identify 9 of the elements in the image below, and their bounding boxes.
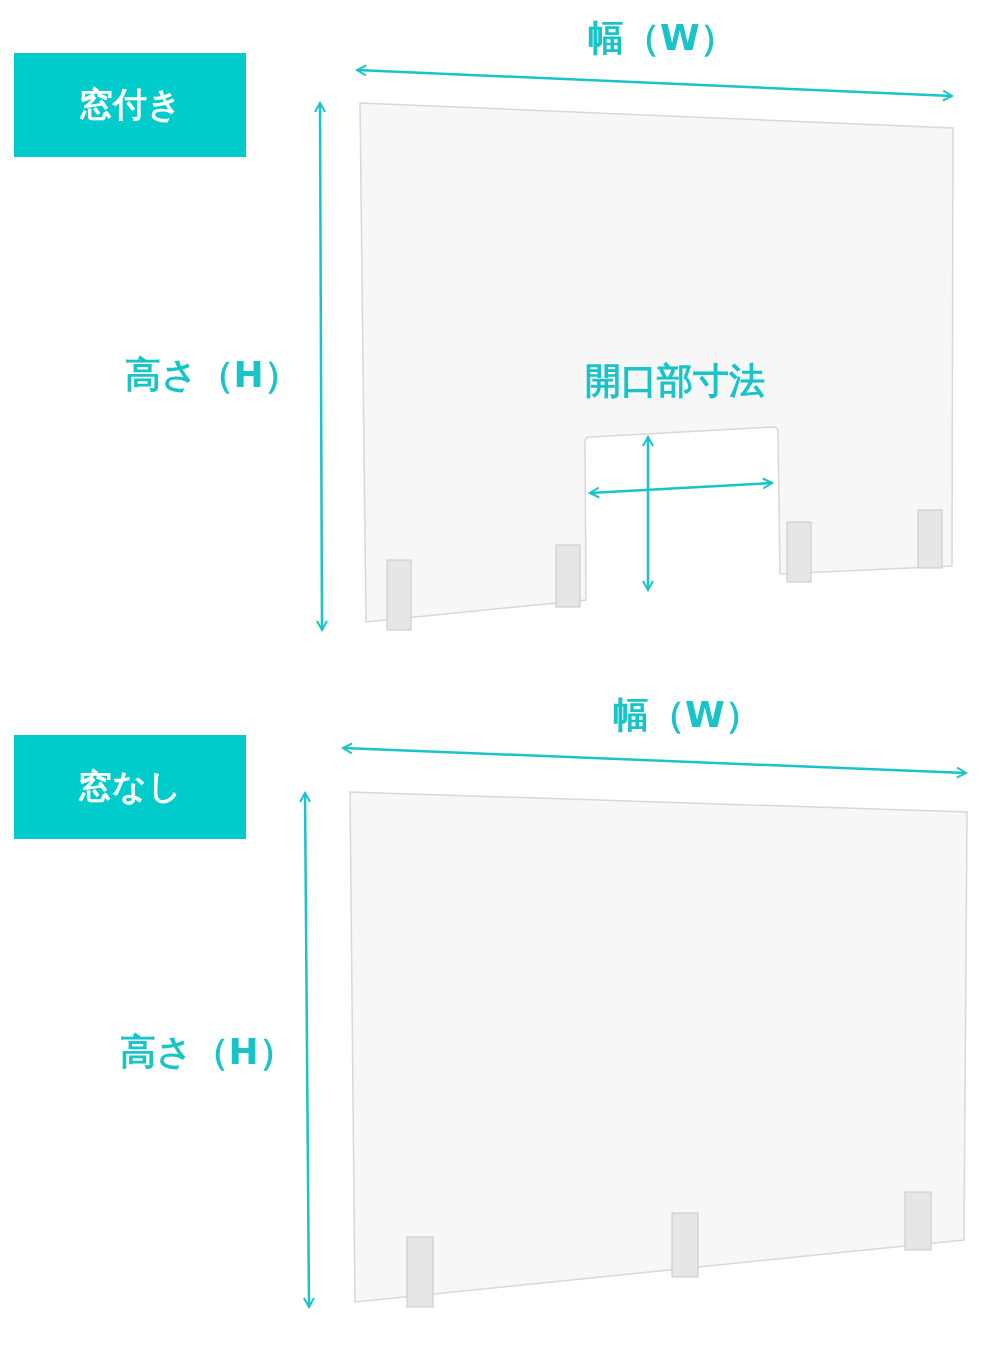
dimension-label: 幅（W） [613, 697, 761, 733]
section-tag [14, 735, 246, 839]
dimension-label: 高さ（H） [124, 357, 300, 393]
dimension-label: 開口部寸法 [585, 363, 765, 399]
dimension-label: 幅（W） [588, 20, 736, 56]
dimension-label: 高さ（H） [119, 1034, 295, 1070]
section-title: 窓なし [78, 765, 182, 808]
section-tag [14, 53, 246, 157]
section-title: 窓付き [78, 83, 182, 126]
